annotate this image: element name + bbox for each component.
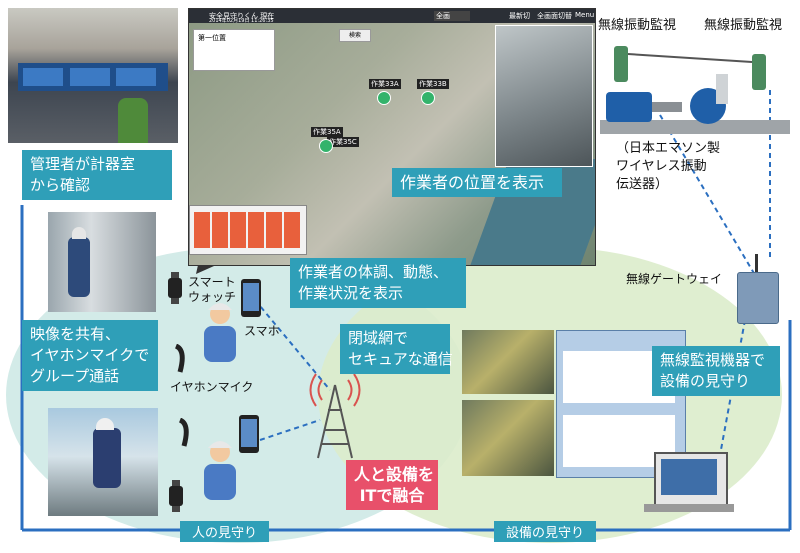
transmitter-left [614,46,628,82]
equipment-watch-label: 設備の見守り [494,521,597,542]
smartphone-icon-1 [241,279,261,317]
map-search-button[interactable]: 検索 [339,29,371,42]
gateway-label: 無線ゲートウェイ [626,272,723,286]
map-select[interactable]: 全画 [434,11,470,21]
smartphone-icon-2 [239,415,259,453]
map-top-bar: 安全見守りくん 現在 2014年02月19日 11:26:35 全画 最新切 全… [189,9,595,24]
callout-closed-network: 閉域網で セキュアな通信 [340,324,453,374]
motor [606,92,652,122]
monitoring-keyboard [644,504,734,512]
worker-icon-1 [204,303,236,362]
map-pin-33b[interactable] [421,91,435,105]
callout-manager: 管理者が計器室 から確認 [22,150,172,200]
callout-video-sharing: 映像を共有、 イヤホンマイクで グループ通話 [22,320,158,391]
transmitter-right [752,54,766,90]
map-info-panel: 第一位置 [193,29,275,71]
map-app-title: 安全見守りくん 現在 [209,12,275,20]
equipment-camera-photo-1 [462,330,554,394]
map-datetime: 2014年02月19日 11:26:35 [209,18,274,24]
transmitter-note: （日本エマソン製 ワイヤレス振動 伝送器） [616,141,721,192]
gateway-antenna [755,254,758,272]
smartphone-label: スマホ [244,324,280,338]
earphone-mic-label: イヤホンマイク [170,380,254,394]
pipe [716,74,728,104]
pump-illustration [600,46,790,134]
map-pin-35c[interactable] [319,139,333,153]
gateway-device [737,272,779,324]
smartwatch-icon-1 [168,272,182,304]
map-button-fullscreen[interactable]: 全画面切替 [537,12,572,20]
network-link-monitor [719,319,746,456]
people-watch-label: 人の見守り [180,521,270,542]
callout-wireless-monitoring: 無線監視機器で 設備の見守り [652,346,780,396]
smartwatch-label: スマート ウォッチ [188,275,237,304]
monitoring-pc [654,452,728,508]
smartwatch-icon-2 [169,480,183,512]
control-room-photo [8,8,178,143]
callout-fusion: 人と設備を ITで融合 [346,460,438,510]
map-panel-title: 第一位置 [198,34,226,42]
network-link-phone [254,299,331,391]
vibration-monitor-label-left: 無線振動監視 [598,18,677,33]
map-button-menu[interactable]: Menu [575,11,595,19]
worker-pipe-photo [48,212,156,312]
callout-worker-location: 作業者の位置を表示 [392,168,562,197]
worker-icon-2 [204,441,236,500]
pump-base [600,120,790,134]
coupling [652,102,682,112]
vibration-monitor-label-right: 無線振動監視 [704,18,783,33]
earphone-mic-icon-2 [178,418,189,447]
map-video-inset [495,25,593,167]
equipment-camera-photo-2 [462,400,554,476]
map-pin-33a[interactable] [377,91,391,105]
map-worker-cards [189,205,307,255]
outdoor-worker-photo [48,408,158,516]
map-button-latest[interactable]: 最新切 [509,12,530,20]
callout-worker-condition: 作業者の体調、動態、 作業状況を表示 [290,258,466,308]
map-tag-35a[interactable]: 作業35A [311,127,343,137]
map-tag-33b[interactable]: 作業33B [417,79,449,89]
network-link-phone2 [259,419,321,441]
map-tag-35c[interactable]: 作業35C [327,137,359,147]
network-link-gateway [659,114,756,276]
radio-tower-icon [309,373,361,459]
earphone-mic-icon-1 [174,344,185,373]
map-tag-33a[interactable]: 作業33A [369,79,401,89]
worker-map-screen: 安全見守りくん 現在 2014年02月19日 11:26:35 全画 最新切 全… [188,8,596,266]
